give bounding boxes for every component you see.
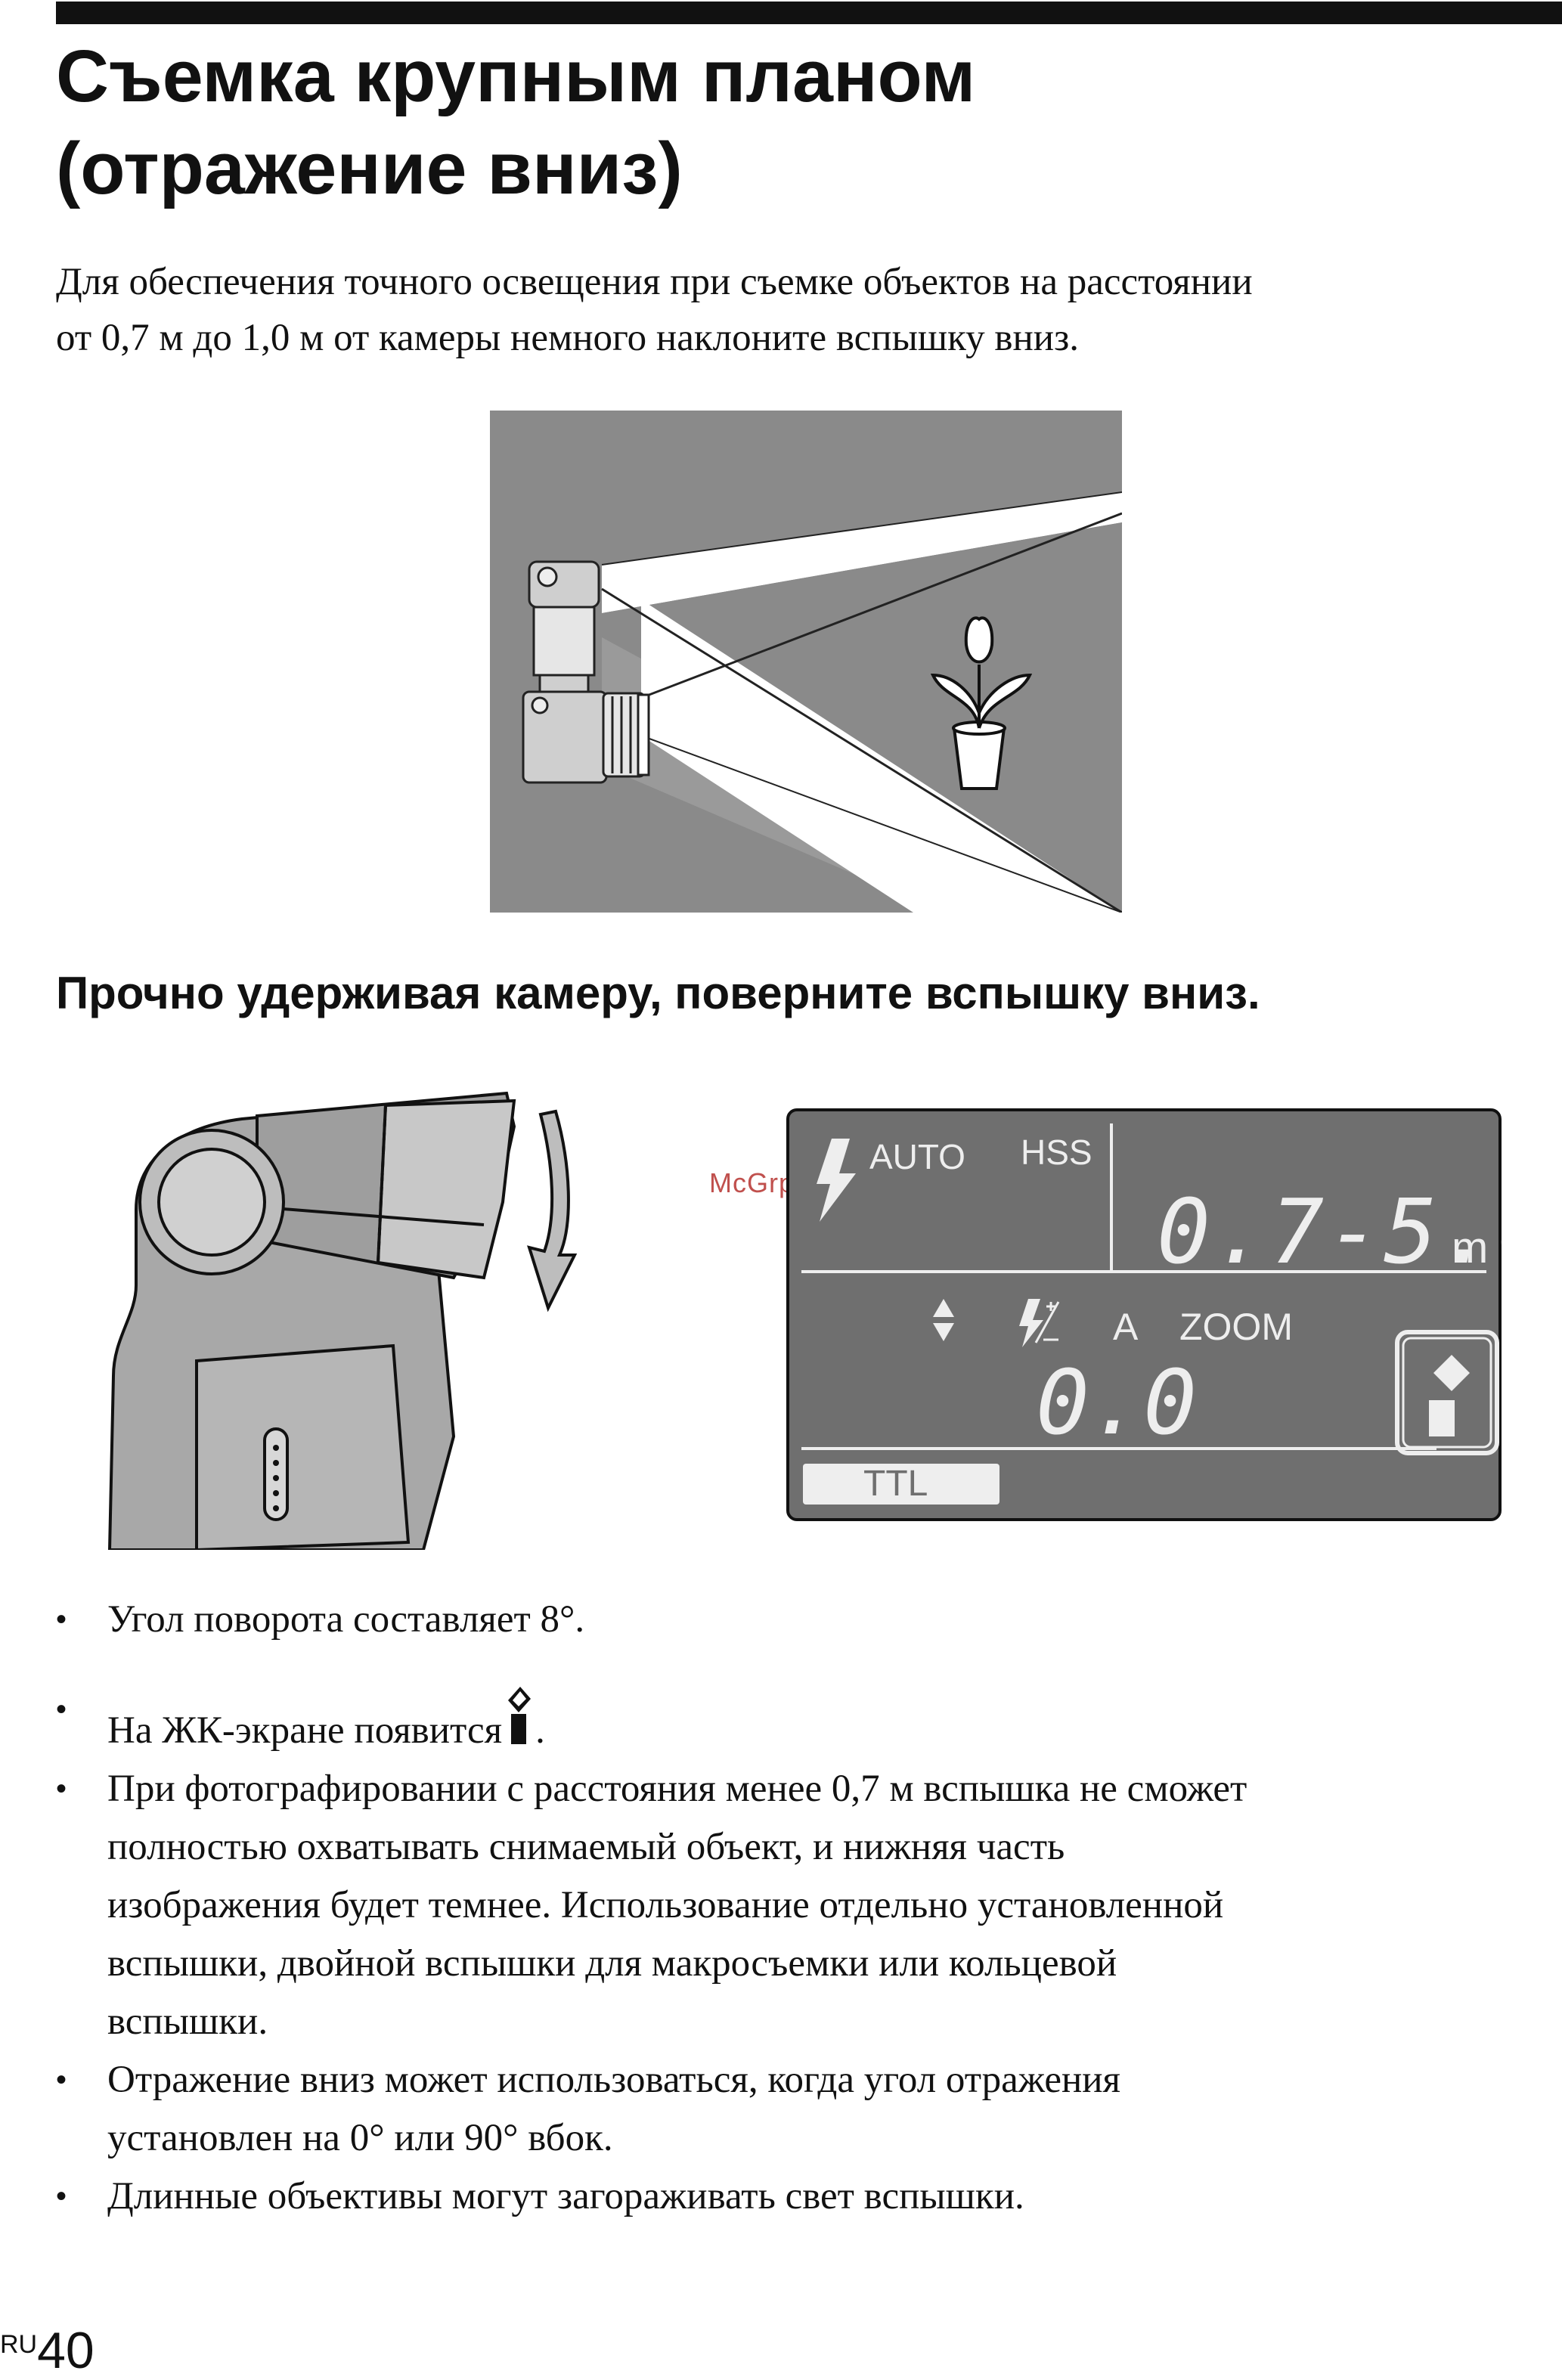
bullet-dot: • bbox=[56, 1603, 67, 1636]
camera-with-flash-icon bbox=[522, 560, 650, 784]
flash-lcd-panel: AUTO HSS 0.7-5.0 m A ZOOM 0.0 TTL bbox=[786, 1108, 1502, 1521]
upper-beam bbox=[602, 492, 1122, 613]
list-item: • Угол поворота составляет 8°. bbox=[56, 1591, 1553, 1649]
title-line-2: (отражение вниз) bbox=[56, 127, 683, 209]
list-item-text: установлен на 0° или 90° вбок. bbox=[107, 2117, 613, 2159]
notes-list: • Угол поворота составляет 8°. • На ЖК-э… bbox=[56, 1591, 1553, 2226]
list-item-text: Угол поворота составляет 8°. bbox=[107, 1598, 585, 1641]
bounce-down-illustration bbox=[490, 411, 1122, 913]
lcd-comp-value: 0.0 bbox=[1036, 1350, 1197, 1455]
ttl-badge bbox=[803, 1464, 999, 1505]
bullet-dot: • bbox=[56, 2063, 67, 2096]
list-item: • Отражение вниз может использоваться, к… bbox=[56, 2051, 1553, 2168]
up-down-arrows-icon bbox=[933, 1299, 954, 1341]
title-line-1: Съемка крупным планом bbox=[56, 35, 976, 117]
flash-bolt-icon bbox=[817, 1139, 856, 1222]
lcd-range: 0.7-5.0 bbox=[1157, 1179, 1502, 1284]
lcd-unit: m bbox=[1452, 1223, 1488, 1272]
intro-paragraph: Для обеспечения точного освещения при съ… bbox=[56, 254, 1538, 366]
page-title: Съемка крупным планом (отражение вниз) bbox=[56, 30, 1492, 215]
list-item-text: При фотографировании с расстояния менее … bbox=[107, 1768, 1247, 1810]
lcd-zoom: ZOOM bbox=[1179, 1306, 1293, 1348]
list-item-text: вспышки. bbox=[107, 2000, 268, 2043]
list-item-text: полностью охватывать снимаемый объект, и… bbox=[107, 1826, 1065, 1868]
list-item-text-end: . bbox=[535, 1709, 545, 1752]
intro-line-2: от 0,7 м до 1,0 м от камеры немного накл… bbox=[56, 317, 1079, 359]
flower-in-pot-icon bbox=[930, 616, 1033, 790]
lcd-hss: HSS bbox=[1021, 1133, 1092, 1172]
lcd-comp-label: A bbox=[1113, 1306, 1139, 1348]
lower-beam bbox=[641, 600, 1122, 913]
bullet-dot: • bbox=[56, 1693, 67, 1726]
page-number: RU40 bbox=[0, 2321, 95, 2380]
tilt-dots bbox=[273, 1445, 279, 1511]
step-heading: Прочно удерживая камеру, поверните вспыш… bbox=[56, 968, 1260, 1018]
bullet-dot: • bbox=[56, 1772, 67, 1805]
lcd-ttl: TTL bbox=[863, 1464, 928, 1504]
rotate-down-arrow-icon bbox=[527, 1109, 578, 1312]
flash-compensation-icon bbox=[1019, 1299, 1060, 1347]
top-rule bbox=[56, 2, 1562, 24]
list-item-text: Длинные объективы могут загораживать све… bbox=[107, 2175, 1024, 2217]
page-lang: RU bbox=[0, 2330, 38, 2359]
page-number-value: 40 bbox=[37, 2322, 95, 2379]
bounce-down-icon bbox=[508, 1687, 532, 1744]
flash-tilt-illustration bbox=[107, 1091, 578, 1550]
bounce-down-indicator-icon bbox=[1395, 1330, 1499, 1455]
list-item-text: вспышки, двойной вспышки для макросъемки… bbox=[107, 1942, 1117, 1985]
list-item: • Длинные объективы могут загораживать с… bbox=[56, 2168, 1553, 2226]
list-item: • На ЖК-экране появится. bbox=[56, 1681, 1553, 1760]
list-item-text: изображения будет темнее. Использование … bbox=[107, 1884, 1224, 1926]
bullet-dot: • bbox=[56, 2180, 67, 2213]
intro-line-1: Для обеспечения точного освещения при съ… bbox=[56, 261, 1253, 303]
list-item: • При фотографировании с расстояния мене… bbox=[56, 1760, 1553, 2051]
list-item-text: Отражение вниз может использоваться, ког… bbox=[107, 2059, 1121, 2101]
list-item-text: На ЖК-экране появится bbox=[107, 1709, 503, 1752]
lcd-auto: AUTO bbox=[869, 1137, 965, 1176]
